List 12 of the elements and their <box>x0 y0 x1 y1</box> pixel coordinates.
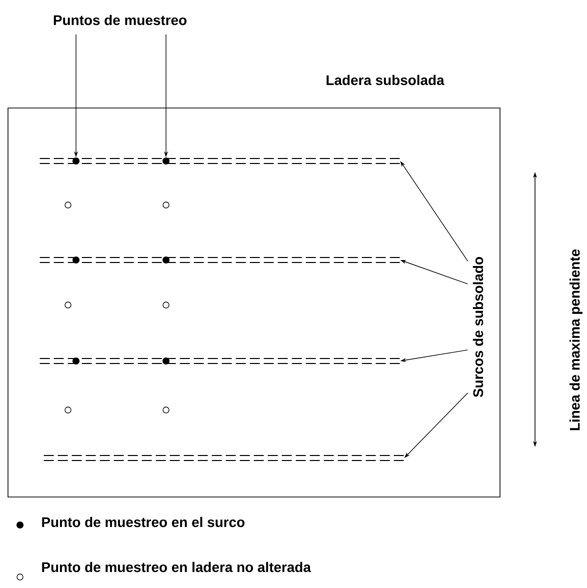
furrow-line <box>39 358 401 364</box>
rotated-label: Surcos de subsolado <box>472 257 484 398</box>
sampling-dot <box>72 158 80 164</box>
sampling-dot <box>162 158 170 164</box>
furrow-line <box>39 257 401 263</box>
legend-text: Punto de muestreo en el surco <box>42 516 244 528</box>
legend-text: Punto de muestreo en ladera no alterada <box>42 562 311 572</box>
rotated-label: Linea de maxima pendiente <box>570 249 582 430</box>
furrow-line <box>43 455 405 461</box>
furrow-line <box>39 158 401 164</box>
node-label: Ladera subsolada <box>326 74 444 86</box>
heading: Puntos de muestreo <box>54 14 186 26</box>
